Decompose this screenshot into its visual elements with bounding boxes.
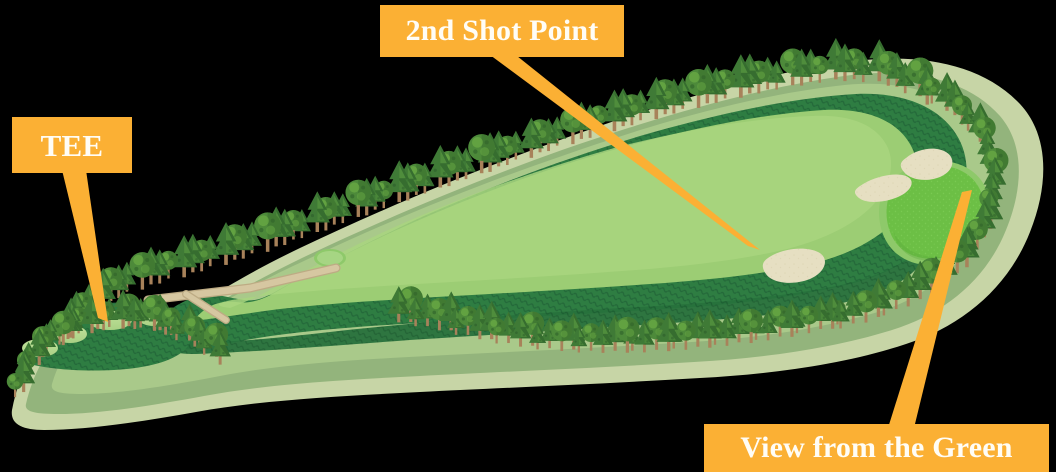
callout-second-shot-point[interactable]: 2nd Shot Point: [380, 5, 624, 57]
greenside-bunker-upper: [900, 148, 953, 180]
fairway-bunker-right: [762, 248, 825, 283]
fairway: [188, 109, 918, 321]
cart-path: [143, 263, 341, 324]
greenside-bunker-left: [854, 174, 912, 202]
fairway-bunker-left-inner: [317, 251, 343, 265]
callout-pointers: [62, 52, 972, 428]
pointer-second-shot: [486, 52, 760, 250]
callout-tee-label: TEE: [40, 127, 104, 163]
fairway-highlight: [218, 115, 892, 308]
pointer-tee: [62, 170, 108, 322]
callout-second-shot-point-label: 2nd Shot Point: [405, 14, 599, 47]
callout-view-from-the-green-label: View from the Green: [740, 431, 1013, 464]
callout-view-from-the-green[interactable]: View from the Green: [704, 424, 1049, 472]
cart-path-main-fill: [144, 264, 340, 304]
fairway-bunkers: [314, 248, 825, 283]
callout-tee[interactable]: TEE: [12, 117, 132, 173]
pointer-view-green: [888, 190, 972, 428]
cart-path-branch-fill: [183, 291, 229, 323]
rough-lower-edge: [157, 244, 927, 354]
